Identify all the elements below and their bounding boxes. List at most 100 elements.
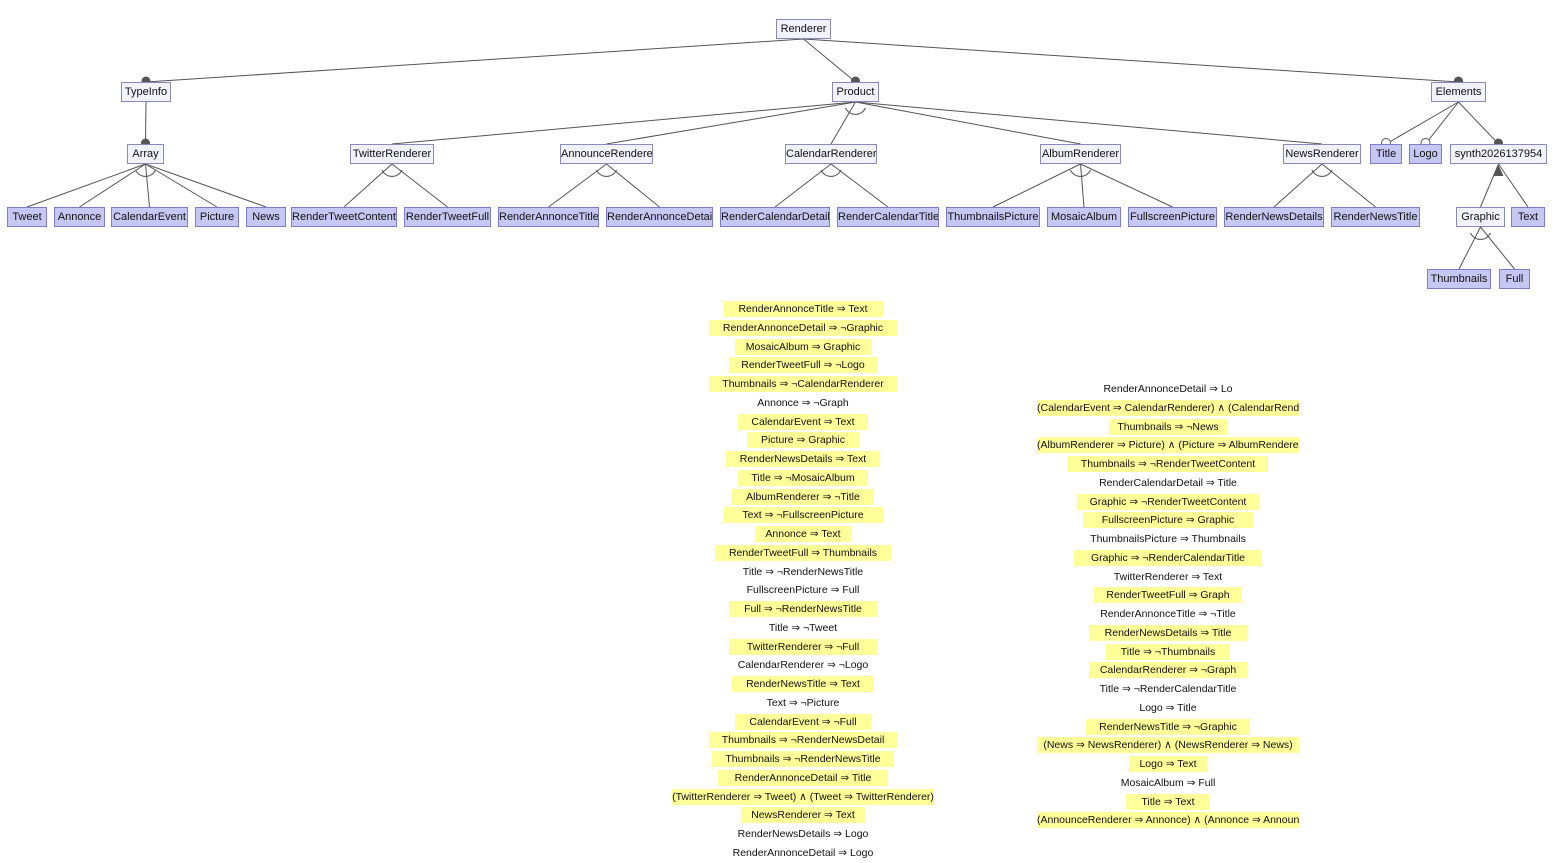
- constraint: Text ⇒ ¬Picture: [766, 696, 840, 709]
- node-rendernewsdetails[interactable]: RenderNewsDetails: [1224, 207, 1324, 227]
- edge-array-tweet: [26, 163, 146, 208]
- node-newsrenderer[interactable]: NewsRenderer: [1283, 144, 1361, 164]
- node-logo[interactable]: Logo: [1409, 144, 1442, 164]
- edge-product-albumrenderer: [855, 101, 1081, 145]
- node-text[interactable]: Text: [1511, 207, 1545, 227]
- constraint: Thumbnails ⇒ ¬RenderTweetContent: [1068, 456, 1268, 472]
- node-renderannoncetitle[interactable]: RenderAnnonceTitle: [498, 207, 599, 227]
- constraint: Title ⇒ ¬RenderCalendarTitle: [1099, 683, 1237, 695]
- node-rendercalendardetail[interactable]: RenderCalendarDetail: [720, 207, 830, 227]
- edge-announcerenderer-renderannoncetitle: [548, 163, 607, 208]
- edge-calendarrenderer-rendercalendardetail: [774, 163, 832, 208]
- constraint: (AnnounceRenderer ⇒ Annonce) ∧ (Annonce …: [1037, 812, 1299, 829]
- node-mosaicalbum[interactable]: MosaicAlbum: [1047, 207, 1121, 227]
- node-twitterrenderer[interactable]: TwitterRenderer: [350, 144, 434, 164]
- alternative-group-arc-product: [845, 107, 866, 115]
- node-full[interactable]: Full: [1499, 269, 1530, 289]
- edge-calendarrenderer-rendercalendartitle: [830, 163, 889, 208]
- edge-product-twitterrenderer: [391, 101, 856, 145]
- node-picture[interactable]: Picture: [195, 207, 239, 227]
- constraint: Picture ⇒ Graphic: [746, 432, 860, 449]
- or-group-marker-synth: [1493, 165, 1504, 176]
- alternative-group-arc-graphic: [1470, 232, 1491, 240]
- constraint: RenderAnnonceDetail ⇒ Logo: [732, 846, 874, 859]
- alternative-group-arc-albumrenderer: [1070, 169, 1091, 177]
- constraint: CalendarEvent ⇒ Text: [738, 413, 868, 430]
- edge-array-calendarevent: [145, 163, 150, 208]
- constraint: Title ⇒ ¬Tweet: [768, 621, 838, 634]
- constraint: CalendarRenderer ⇒ ¬Logo: [737, 659, 869, 672]
- constraint: TwitterRenderer ⇒ Text: [1113, 570, 1223, 583]
- alternative-group-arc-newsrenderer: [1311, 169, 1333, 177]
- node-thumbnails[interactable]: Thumbnails: [1427, 269, 1491, 289]
- node-elements[interactable]: Elements: [1431, 82, 1486, 102]
- node-rendernewstitle[interactable]: RenderNewsTitle: [1331, 207, 1420, 227]
- constraint: RenderTweetFull ⇒ ¬Logo: [729, 357, 877, 374]
- alternative-group-arc-array: [135, 169, 156, 177]
- node-thumbnailspicture[interactable]: ThumbnailsPicture: [946, 207, 1040, 227]
- constraint: Thumbnails ⇒ ¬RenderNewsTitle: [711, 751, 895, 767]
- constraint: (CalendarEvent ⇒ CalendarRenderer) ∧ (Ca…: [1037, 399, 1299, 416]
- constraint: Annonce ⇒ ¬Graph: [757, 396, 849, 409]
- constraint: Title ⇒ Text: [1126, 793, 1210, 810]
- constraint: RenderNewsDetails ⇒ Title: [1088, 624, 1248, 641]
- edge-albumrenderer-mosaicalbum: [1080, 163, 1085, 208]
- node-albumrenderer[interactable]: AlbumRenderer: [1040, 144, 1121, 164]
- edge-newsrenderer-rendernewstitle: [1321, 163, 1376, 208]
- constraint: AlbumRenderer ⇒ ¬Title: [732, 488, 874, 505]
- node-graphic[interactable]: Graphic: [1456, 207, 1505, 227]
- edge-renderer-typeinfo: [145, 38, 804, 83]
- constraint: Logo ⇒ Title: [1139, 701, 1197, 714]
- constraint: RenderNewsDetails ⇒ Logo: [737, 828, 869, 840]
- node-typeinfo[interactable]: TypeInfo: [121, 82, 171, 102]
- alternative-group-arc-calendarrenderer: [820, 169, 842, 177]
- edge-product-announcerenderer: [606, 101, 856, 145]
- node-array[interactable]: Array: [127, 144, 164, 164]
- constraint: RenderAnnonceDetail ⇒ Title: [717, 769, 889, 786]
- alternative-group-arc-announcerenderer: [596, 169, 617, 177]
- node-renderer[interactable]: Renderer: [776, 19, 831, 39]
- edge-graphic-thumbnails: [1458, 226, 1481, 270]
- edge-array-annonce: [79, 163, 146, 208]
- constraint: NewsRenderer ⇒ Text: [740, 807, 866, 824]
- node-announcerenderer[interactable]: AnnounceRenderer: [560, 144, 653, 164]
- edge-elements-synth: [1458, 101, 1499, 145]
- node-synth[interactable]: synth2026137954: [1450, 144, 1547, 164]
- node-news[interactable]: News: [246, 207, 286, 227]
- edge-array-picture: [145, 163, 218, 208]
- constraint: RenderNewsTitle ⇒ Text: [732, 676, 874, 692]
- constraint: (AlbumRenderer ⇒ Picture) ∧ (Picture ⇒ A…: [1037, 437, 1299, 454]
- edge-announcerenderer-renderannoncedetail: [606, 163, 660, 208]
- constraint: Annonce ⇒ Text: [755, 526, 851, 542]
- node-fullscreenpicture[interactable]: FullscreenPicture: [1128, 207, 1217, 227]
- constraint: (TwitterRenderer ⇒ Tweet) ∧ (Tweet ⇒ Twi…: [672, 788, 934, 805]
- edge-graphic-full: [1480, 226, 1515, 270]
- constraint: Title ⇒ ¬MosaicAlbum: [738, 469, 868, 486]
- constraint: RenderNewsTitle ⇒ ¬Graphic: [1085, 718, 1251, 735]
- edge-array-news: [145, 163, 267, 208]
- alternative-group-arc-twitterrenderer: [381, 169, 403, 177]
- node-annonce[interactable]: Annonce: [54, 207, 105, 227]
- edge-renderer-elements: [803, 38, 1459, 83]
- constraint: Thumbnails ⇒ ¬News: [1108, 418, 1228, 435]
- constraint: Title ⇒ ¬Thumbnails: [1105, 643, 1231, 660]
- node-rendertweetcontent[interactable]: RenderTweetContent: [291, 207, 397, 227]
- constraint: CalendarRenderer ⇒ ¬Graph: [1088, 662, 1248, 679]
- node-tweet[interactable]: Tweet: [7, 207, 47, 227]
- edge-twitterrenderer-rendertweetfull: [391, 163, 448, 208]
- node-title[interactable]: Title: [1370, 144, 1402, 164]
- node-calendarevent[interactable]: CalendarEvent: [111, 207, 188, 227]
- constraint: RenderTweetFull ⇒ Graph: [1094, 587, 1242, 604]
- node-product[interactable]: Product: [832, 82, 879, 102]
- constraint: Full ⇒ ¬RenderNewsTitle: [729, 601, 877, 617]
- node-renderannoncedetail[interactable]: RenderAnnonceDetail: [606, 207, 713, 227]
- constraint: CalendarEvent ⇒ ¬Full: [735, 713, 871, 730]
- constraint: FullscreenPicture ⇒ Graphic: [1082, 512, 1254, 529]
- edge-product-calendarrenderer: [830, 101, 856, 145]
- node-calendarrenderer[interactable]: CalendarRenderer: [785, 144, 877, 164]
- edge-elements-title: [1385, 101, 1459, 145]
- node-rendercalendartitle[interactable]: RenderCalendarTitle: [837, 207, 939, 227]
- node-rendertweetfull[interactable]: RenderTweetFull: [404, 207, 491, 227]
- constraint: RenderAnnonceTitle ⇒ ¬Title: [1100, 608, 1236, 620]
- constraint: ThumbnailsPicture ⇒ Thumbnails: [1090, 533, 1246, 545]
